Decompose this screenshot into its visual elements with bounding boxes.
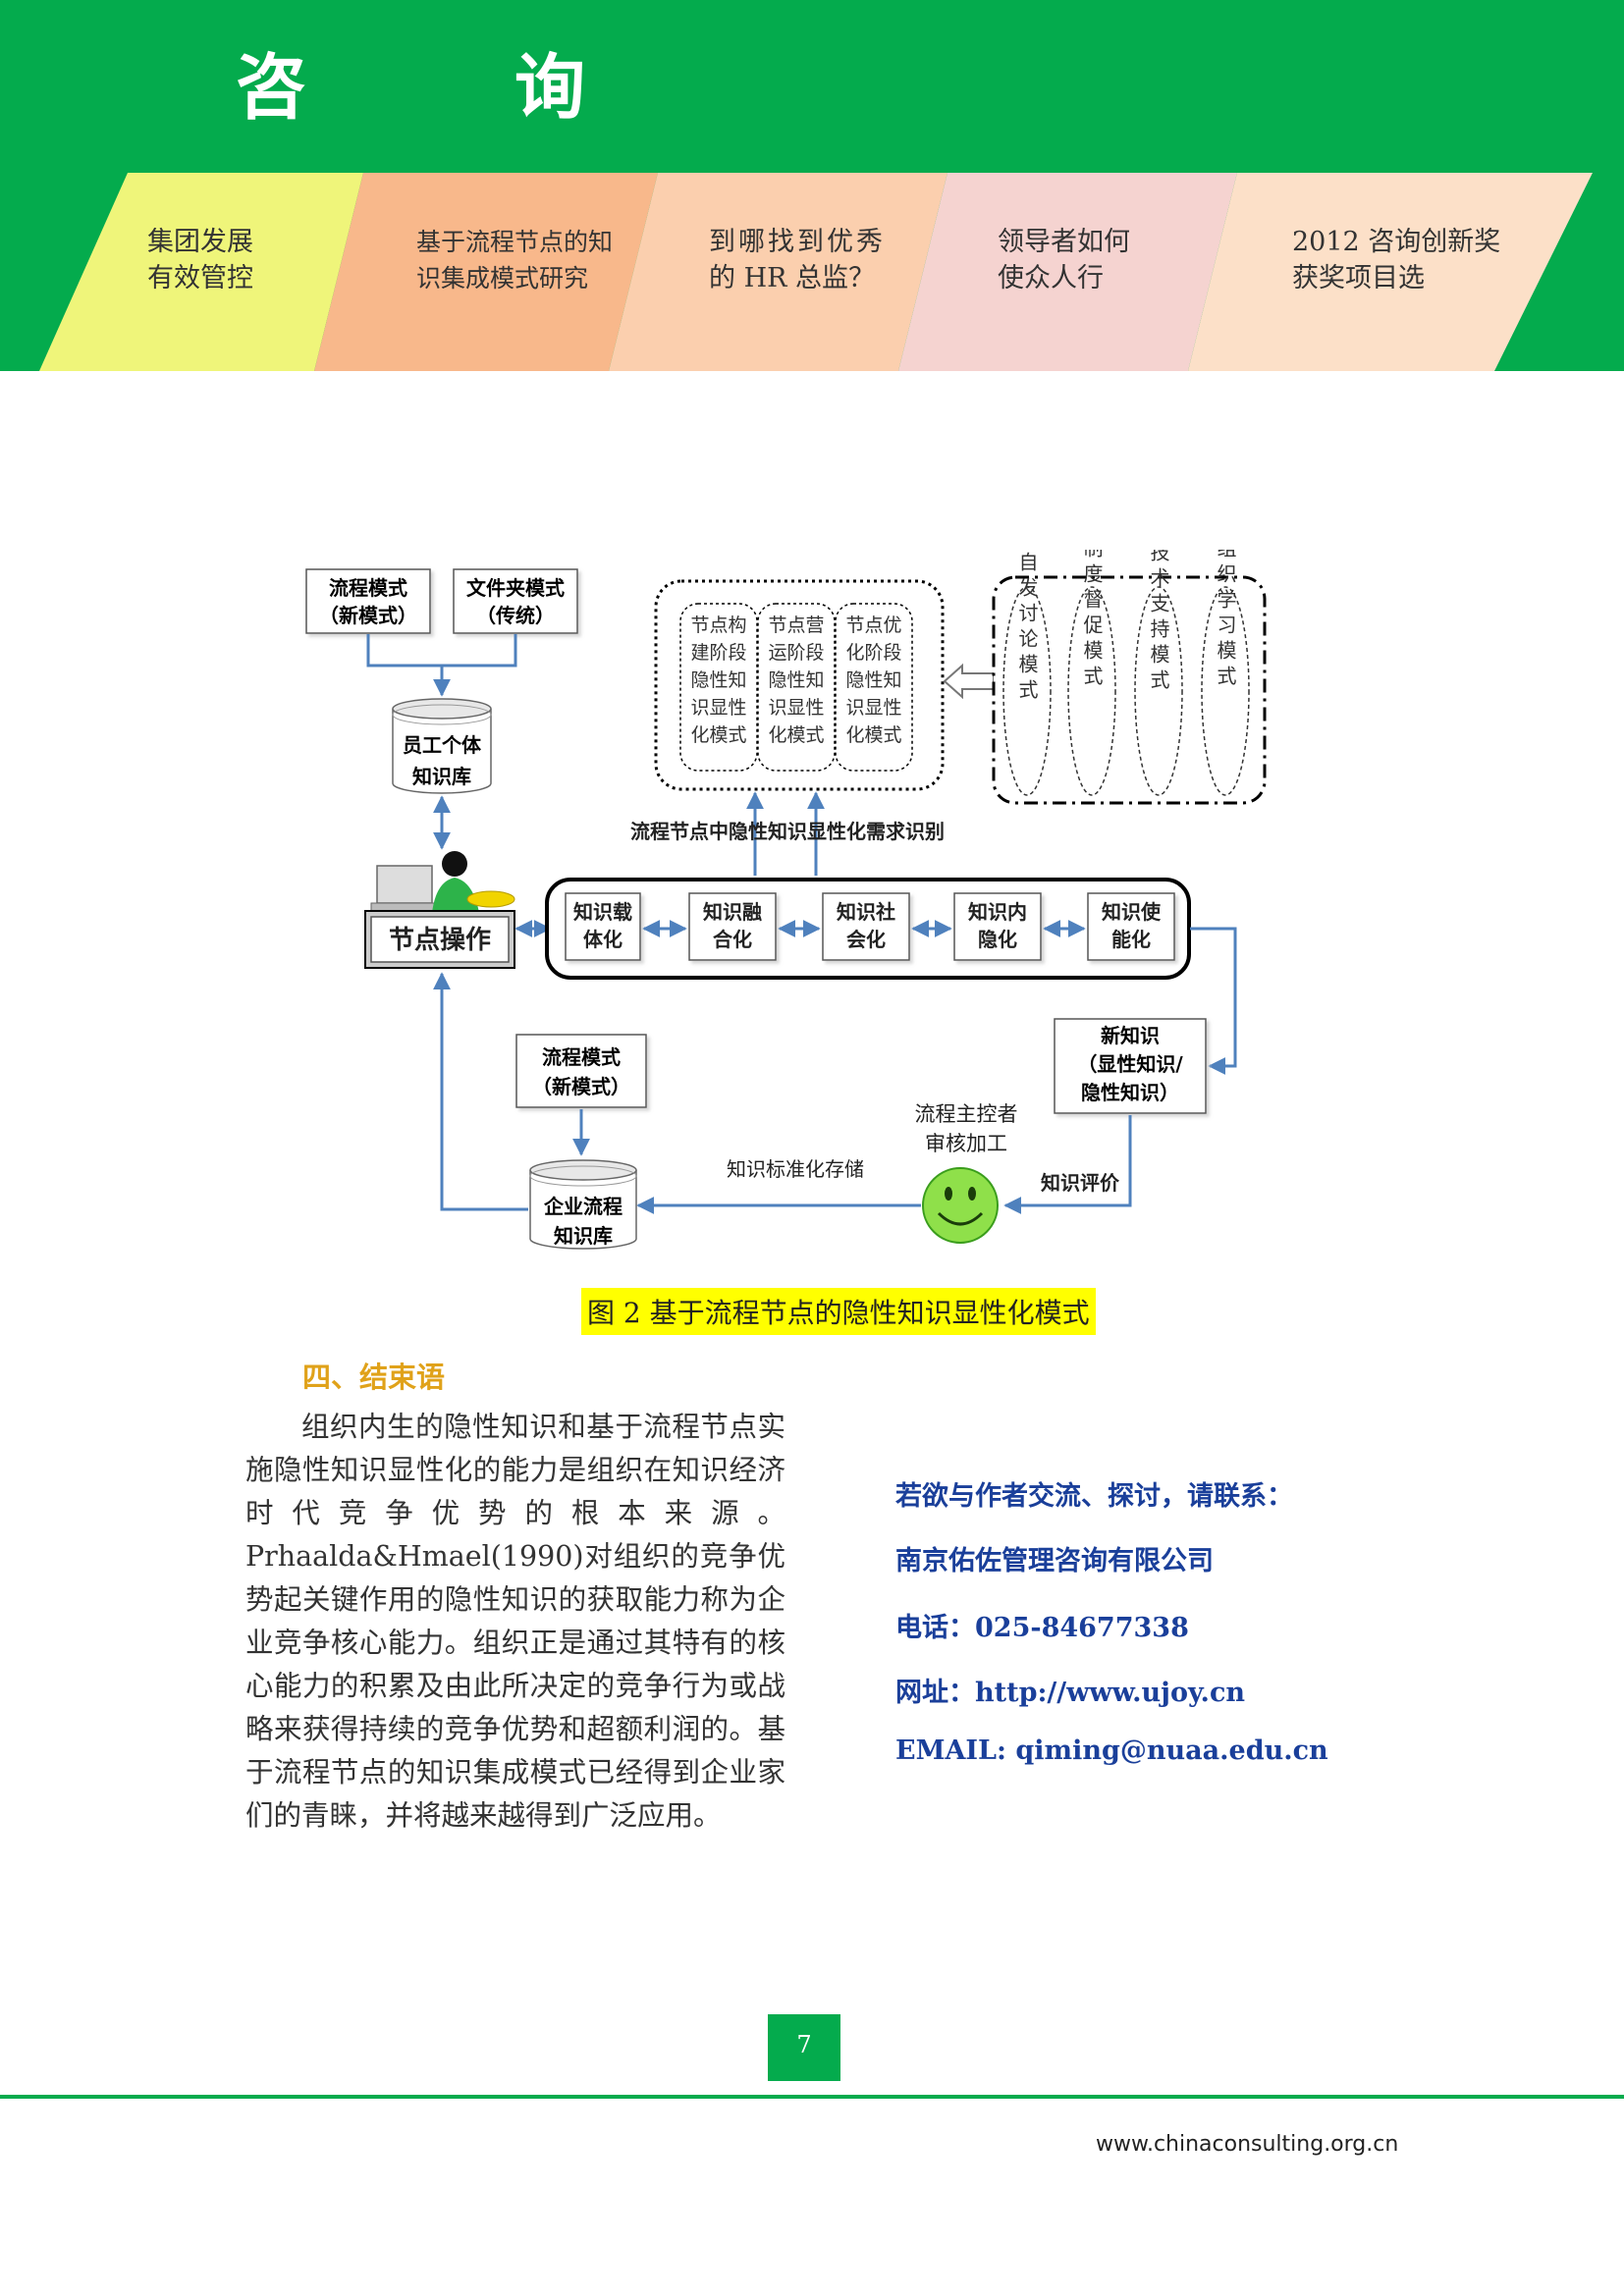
svg-text:信息技术支持模式: 信息技术支持模式 [1147, 550, 1170, 695]
svg-text:体化: 体化 [583, 928, 623, 951]
svg-text:建阶段: 建阶段 [690, 642, 746, 664]
svg-text:知识载: 知识载 [573, 900, 632, 924]
svg-text:流程模式: 流程模式 [329, 576, 407, 600]
tab-1-shape[interactable] [39, 173, 363, 371]
node-operation: 节点操作 [364, 851, 515, 969]
svg-text:自发讨论模式: 自发讨论模式 [1015, 552, 1039, 705]
svg-text:流程模式: 流程模式 [542, 1045, 621, 1069]
employee-knowledge-db: 员工个体 知识库 [392, 698, 492, 794]
tab-2-label[interactable]: 基于流程节点的知识集成模式研究 [416, 228, 614, 293]
svg-text:会化: 会化 [846, 928, 886, 951]
stage-group: 节点构 建阶段 隐性知 识显性 化模式 节点营 运阶段 隐性知 识显性 化模式 … [679, 603, 913, 772]
process-steps: 知识载 体化 知识融 合化 知识社 会化 知识内 隐化 知识使 能化 [565, 892, 1175, 961]
evaluation-label: 知识评价 [1041, 1171, 1120, 1195]
svg-text:隐性知: 隐性知 [768, 669, 824, 691]
svg-text:新知识: 新知识 [1101, 1024, 1160, 1047]
tab-5-shape[interactable] [1188, 173, 1593, 371]
svg-text:知识融: 知识融 [703, 900, 762, 924]
owner-label-1: 流程主控者 [915, 1102, 1018, 1126]
contact-email[interactable]: EMAIL: qiming@nuaa.edu.cn [895, 1735, 1328, 1766]
svg-text:合化: 合化 [713, 928, 752, 951]
tab-3-shape[interactable] [609, 173, 947, 371]
footer-url[interactable]: www.chinaconsulting.org.cn [1096, 2132, 1399, 2157]
svg-text:隐性知识）: 隐性知识） [1081, 1081, 1179, 1104]
svg-text:隐性知: 隐性知 [690, 669, 746, 691]
svg-text:化模式: 化模式 [690, 724, 746, 746]
requirement-label: 流程节点中隐性知识显性化需求识别 [630, 820, 945, 843]
smiley-icon [922, 1167, 999, 1244]
svg-text:隐性知: 隐性知 [845, 669, 901, 691]
footer-rule [0, 2095, 1624, 2099]
body-paragraph: 组织内生的隐性知识和基于流程节点实施隐性知识显性化的能力是组织在知识经济时代竞争… [245, 1411, 785, 1832]
mode-box-folder: 文件夹模式 （传统） [453, 568, 578, 634]
tab-5-label[interactable]: 2012 咨询创新奖获奖项目选 [1292, 227, 1501, 294]
svg-text:制度督促模式: 制度督促模式 [1080, 550, 1104, 691]
svg-text:知识社: 知识社 [837, 900, 895, 924]
knowledge-diagram: 流程模式 （新模式） 文件夹模式 （传统） 员工个体 知识库 节点构 建阶段 隐… [305, 550, 1267, 1250]
svg-text:节点优: 节点优 [845, 614, 901, 636]
svg-text:员工个体: 员工个体 [403, 733, 482, 757]
magazine-title: 咨 询 [236, 45, 655, 129]
svg-text:（显性知识/: （显性知识/ [1077, 1052, 1183, 1076]
figure-caption: 图 2 基于流程节点的隐性知识显性化模式 [581, 1288, 1096, 1335]
contact-company: 南京佑佐管理咨询有限公司 [895, 1546, 1214, 1576]
svg-text:运阶段: 运阶段 [768, 642, 824, 664]
tab-4-shape[interactable] [898, 173, 1237, 371]
svg-text:节点操作: 节点操作 [389, 925, 491, 955]
svg-text:化模式: 化模式 [768, 724, 824, 746]
svg-text:知识使: 知识使 [1102, 900, 1162, 924]
svg-text:组织学习模式: 组织学习模式 [1214, 550, 1237, 691]
svg-text:能化: 能化 [1111, 928, 1151, 951]
svg-text:文件夹模式: 文件夹模式 [466, 576, 565, 600]
svg-text:知识内: 知识内 [968, 900, 1027, 924]
svg-text:（新模式）: （新模式） [532, 1075, 630, 1098]
svg-text:节点营: 节点营 [768, 614, 824, 636]
svg-text:识显性: 识显性 [845, 697, 901, 719]
svg-text:（传统）: （传统） [476, 604, 555, 627]
contact-intro: 若欲与作者交流、探讨，请联系： [895, 1481, 1293, 1512]
svg-text:知识库: 知识库 [554, 1224, 613, 1248]
storage-label: 知识标准化存储 [727, 1157, 864, 1181]
owner-label-2: 审核加工 [925, 1132, 1007, 1155]
svg-text:识显性: 识显性 [690, 697, 746, 719]
nav-tabs [39, 173, 1593, 371]
svg-text:化阶段: 化阶段 [845, 642, 901, 664]
svg-text:隐化: 隐化 [978, 928, 1017, 951]
tab-1-label[interactable]: 集团发展有效管控 [147, 227, 253, 294]
contact-phone: 电话：025-84677338 [895, 1613, 1189, 1643]
hollow-arrow-icon [943, 663, 995, 700]
tab-2-shape[interactable] [314, 173, 658, 371]
svg-text:企业流程: 企业流程 [543, 1195, 623, 1218]
tab-3-label[interactable]: 到哪找到优秀的 HR 总监？ [709, 227, 886, 294]
new-knowledge-box: 新知识 （显性知识/ 隐性知识） [1054, 1018, 1207, 1114]
section-heading: 四、结束语 [302, 1361, 446, 1394]
page-number: 7 [768, 2014, 840, 2081]
mode-box-new: 流程模式 （新模式） [305, 568, 431, 634]
contact-website[interactable]: 网址：http://www.ujoy.cn [895, 1678, 1246, 1708]
tab-4-label[interactable]: 领导者如何使众人行 [998, 227, 1130, 294]
learning-modes: 自发讨论模式 制度督促模式 信息技术支持模式 组织学习模式 [1002, 550, 1250, 796]
svg-text:（新模式）: （新模式） [319, 604, 417, 627]
svg-text:识显性: 识显性 [768, 697, 824, 719]
svg-text:化模式: 化模式 [845, 724, 901, 746]
bottom-mode-box: 流程模式 （新模式） [515, 1034, 647, 1108]
svg-text:知识库: 知识库 [412, 765, 471, 788]
svg-text:节点构: 节点构 [690, 614, 746, 636]
enterprise-knowledge-db: 企业流程 知识库 [529, 1159, 637, 1250]
